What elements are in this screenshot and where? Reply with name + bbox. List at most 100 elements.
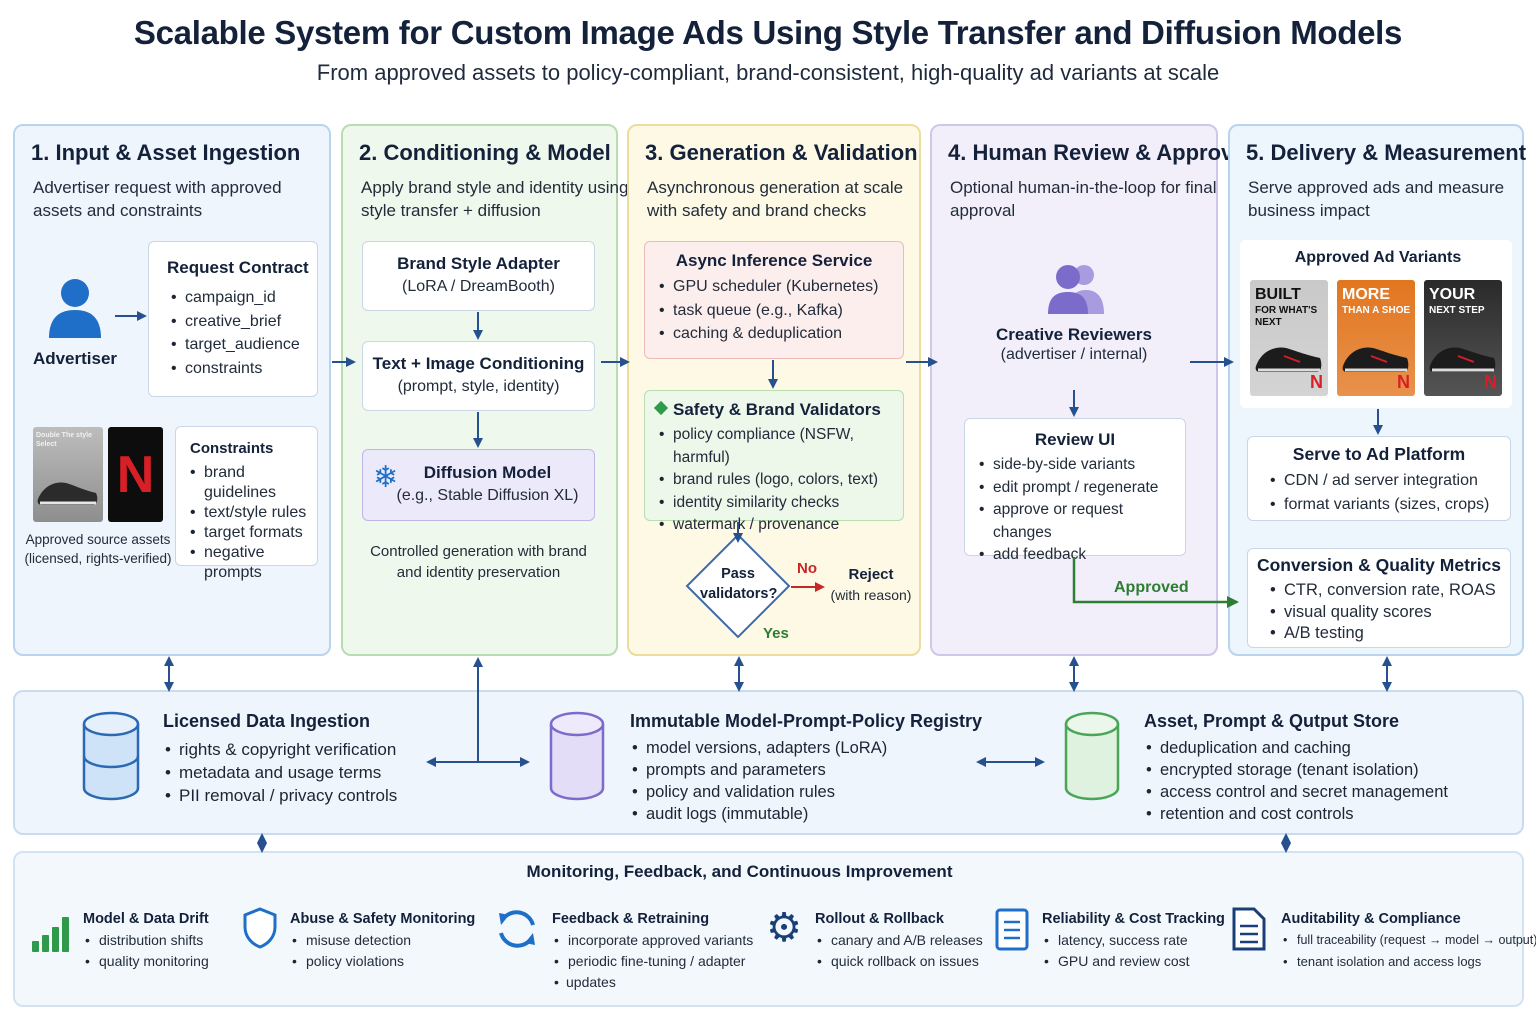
card-title: Async Inference Service	[675, 251, 873, 270]
shoe-icon	[1429, 347, 1496, 372]
stage-title: 5. Delivery & Measurement	[1246, 140, 1527, 165]
list-item-continued: updates	[552, 972, 753, 993]
list-item: identity similarity checks	[657, 492, 903, 515]
list-item: retention and cost controls	[1144, 803, 1504, 825]
list-item: audit logs (immutable)	[630, 803, 980, 825]
constraints-title: Constraints	[190, 440, 274, 457]
store-title: Licensed Data Ingestion	[163, 711, 371, 731]
list-item: canary and A/B releases	[815, 930, 983, 951]
box-title: Text + Image Conditioning	[372, 354, 585, 373]
list-item: tenant isolation and access logs	[1281, 951, 1536, 972]
serve-platform-card: Serve to Ad Platform CDN / ad server int…	[1247, 436, 1511, 521]
list-item: model versions, adapters (LoRA)	[630, 737, 980, 759]
list-item: target formats	[188, 523, 317, 543]
ad-variant-logo: N	[1310, 372, 1323, 392]
card-title: Safety & Brand Validators	[673, 400, 881, 419]
list-item: prompts and parameters	[630, 759, 980, 781]
validators-card: Safety & Brand Validators policy complia…	[644, 390, 904, 536]
list-item: campaign_id	[169, 286, 317, 310]
database-icon-licensed	[81, 710, 141, 802]
monitor-title: Feedback & Retraining	[552, 911, 710, 927]
advertiser-label: Advertiser	[32, 349, 118, 368]
list-item: side-by-side variants	[977, 454, 1185, 477]
box-title: Brand Style Adapter	[397, 254, 560, 273]
card-title: Review UI	[1034, 430, 1116, 449]
monitoring-title: Monitoring, Feedback, and Continuous Imp…	[526, 862, 953, 881]
reviewers-icon	[1046, 262, 1104, 314]
box-subtitle: (LoRA / DreamBooth)	[402, 278, 555, 295]
metrics-card: Conversion & Quality Metrics CTR, conver…	[1247, 548, 1511, 648]
bar-chart-icon	[31, 913, 71, 953]
list-item: misuse detection	[290, 930, 475, 951]
monitor-auditability: Auditability & Compliance full traceabil…	[1281, 911, 1536, 972]
constraints-card: Constraints brand guidelines text/style …	[175, 426, 318, 581]
stage-description: Asynchronous generation at scale with sa…	[647, 178, 904, 220]
ad-variant-logo: N	[1397, 372, 1410, 392]
licensed-data-block: Licensed Data Ingestion rights & copyrig…	[163, 711, 463, 807]
advertiser-icon	[46, 276, 104, 338]
reviewers-label: Creative Reviewers	[996, 325, 1152, 344]
approved-variants-title: Approved Ad Variants	[1294, 249, 1462, 266]
list-item: edit prompt / regenerate	[977, 477, 1185, 500]
list-item: visual quality scores	[1268, 602, 1510, 624]
list-item: quality monitoring	[83, 951, 209, 972]
document-icon	[1232, 906, 1266, 952]
list-item: access control and secret management	[1144, 781, 1504, 803]
generation-note: Controlled generation with brand and ide…	[370, 543, 587, 581]
monitor-title: Reliability & Cost Tracking	[1042, 911, 1225, 927]
ad-variant-logo: N	[1484, 372, 1497, 392]
list-item: distribution shifts	[83, 930, 209, 951]
monitor-reliability: Reliability & Cost Tracking latency, suc…	[1042, 911, 1225, 972]
ad-variant-tagline: NEXT STEP	[1429, 305, 1485, 316]
request-contract-card: Request Contract campaign_id creative_br…	[148, 241, 318, 397]
list-item: target_audience	[169, 333, 317, 357]
store-title: Immutable Model-Prompt-Policy Registry	[630, 711, 983, 731]
shoe-icon	[1342, 347, 1409, 372]
list-item: quick rollback on issues	[815, 951, 983, 972]
store-title: Asset, Prompt & Qutput Store	[1144, 711, 1400, 731]
page-title: Scalable System for Custom Image Ads Usi…	[133, 14, 1403, 51]
monitor-feedback: Feedback & Retraining incorporate approv…	[552, 911, 753, 993]
stage-title: 1. Input & Asset Ingestion	[31, 140, 301, 165]
list-item: creative_brief	[169, 310, 317, 334]
shield-icon	[243, 907, 277, 949]
reject-label: Reject	[848, 566, 894, 583]
card-title: Serve to Ad Platform	[1292, 444, 1466, 464]
monitor-title: Auditability & Compliance	[1281, 911, 1461, 927]
stage-description: Advertiser request with approved assets …	[33, 178, 282, 220]
brand-logo-letter: N	[116, 446, 155, 504]
list-item: A/B testing	[1268, 623, 1510, 645]
gear-icon: ⚙	[766, 906, 802, 950]
list-item: task queue (e.g., Kafka)	[657, 299, 903, 323]
asset-thumbnail-text: Double The style Select	[36, 432, 93, 448]
async-inference-card: Async Inference Service GPU scheduler (K…	[644, 241, 904, 359]
snowflake-icon: ❄	[373, 461, 399, 494]
page-subtitle: From approved assets to policy-compliant…	[316, 60, 1220, 85]
list-item: GPU scheduler (Kubernetes)	[657, 275, 903, 299]
request-contract-title: Request Contract	[167, 258, 309, 277]
shoe-icon	[1255, 347, 1322, 372]
list-item: encrypted storage (tenant isolation)	[1144, 759, 1504, 781]
monitor-drift: Model & Data Drift distribution shifts q…	[83, 911, 209, 972]
stage-title: 4. Human Review & Approval	[948, 140, 1252, 165]
list-item: policy compliance (NSFW, harmful)	[657, 424, 903, 469]
brand-style-adapter-box: Brand Style Adapter (LoRA / DreamBooth)	[362, 241, 595, 311]
list-item: brand guidelines	[188, 463, 317, 503]
list-item: watermark / provenance	[657, 514, 903, 537]
reject-note: (with reason)	[830, 587, 912, 603]
ad-variant-tagline: THAN A SHOE	[1342, 305, 1411, 316]
list-item: caching & deduplication	[657, 322, 903, 346]
decision-no-label: No	[797, 560, 817, 577]
list-item: incorporate approved variants	[552, 930, 753, 951]
list-item: rights & copyright verification	[163, 738, 463, 761]
asset-thumbnail-shoe: Double The style Select	[33, 427, 103, 522]
list-item: format variants (sizes, crops)	[1268, 493, 1510, 517]
list-item: metadata and usage terms	[163, 761, 463, 784]
monitor-title: Model & Data Drift	[83, 911, 209, 927]
stage-description: Apply brand style and identity using sty…	[361, 178, 629, 220]
database-icon-store	[1063, 710, 1121, 802]
decision-yes-label: Yes	[763, 625, 789, 642]
stage-description: Optional human-in-the-loop for final app…	[950, 178, 1217, 220]
